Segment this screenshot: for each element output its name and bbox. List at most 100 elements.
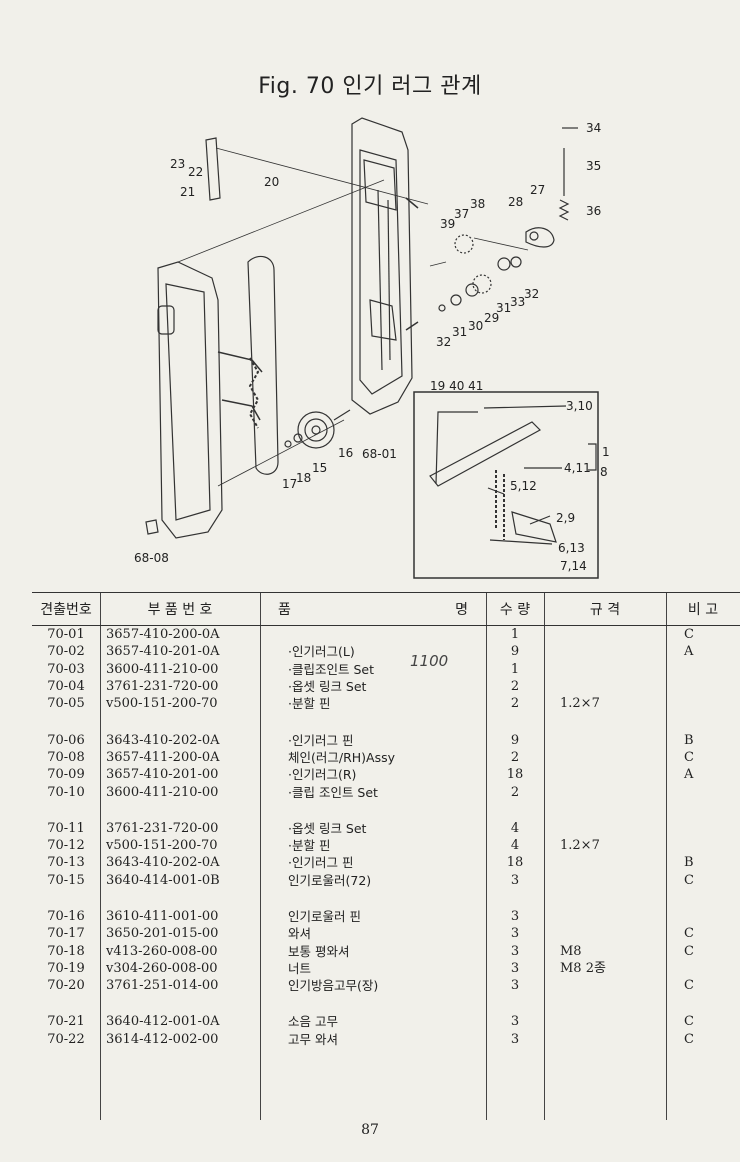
cell-name: 인기방음고무(장) — [288, 978, 379, 994]
cell-spec — [544, 749, 666, 766]
roller-wheel — [297, 411, 335, 449]
cell-part-no: 3761-231-720-00 — [106, 820, 219, 836]
cell-no: 70-09 — [47, 767, 85, 783]
cell-name: ·인기러그 핀 — [288, 732, 354, 748]
cell-no: 70-15 — [47, 872, 85, 888]
table-spacer-row — [32, 801, 740, 820]
cell-part-no: v500-151-200-70 — [106, 838, 218, 854]
cell-note — [666, 783, 740, 800]
cell-qty: 3 — [510, 872, 520, 888]
rubber-strip — [247, 255, 279, 475]
cell-no: 70-17 — [47, 926, 85, 942]
cell-note: B — [684, 855, 694, 871]
callout-32b: 32 — [436, 335, 451, 349]
spacer-cell — [32, 712, 740, 731]
cell-note: B — [684, 732, 694, 748]
cell-qty: 3 — [510, 1031, 520, 1047]
cell-qty: 2 — [510, 749, 520, 765]
cell-no: 70-12 — [47, 838, 85, 854]
callout-31b: 31 — [452, 325, 467, 339]
callout-34: 34 — [586, 121, 601, 135]
cell-spec — [544, 661, 666, 678]
cell-name: 체인(러그/RH)Assy — [288, 749, 396, 765]
left-guide-case — [157, 261, 223, 539]
callout-15: 15 — [312, 461, 327, 475]
cell-note — [666, 678, 740, 695]
cell-no: 70-20 — [47, 978, 85, 994]
sprocket-38 — [454, 234, 474, 254]
cell-spec — [544, 908, 666, 925]
cell-part-no: 3657-410-201-0A — [106, 644, 220, 660]
cell-name: ·분할 핀 — [288, 696, 331, 712]
cell-qty: 9 — [510, 732, 520, 748]
cell-qty: 1 — [510, 627, 520, 643]
callout-33: 33 — [510, 295, 525, 309]
cell-no: 70-11 — [47, 820, 85, 836]
callout-20: 20 — [264, 175, 279, 189]
callout-4-11: 4,11 — [564, 461, 591, 475]
cell-spec — [544, 678, 666, 695]
callout-19-40-41: 19 40 41 — [430, 379, 483, 393]
rocker-arm — [525, 227, 555, 248]
cell-no: 70-08 — [47, 749, 85, 765]
cell-spec — [544, 925, 666, 942]
cell-qty: 2 — [510, 696, 520, 712]
table-spacer-row — [32, 712, 740, 731]
cell-note — [666, 908, 740, 925]
callout-31a: 31 — [496, 301, 511, 315]
cell-note: A — [684, 767, 694, 783]
cell-qty: 4 — [510, 820, 520, 836]
cell-name: 와셔 — [288, 926, 312, 942]
callout-29: 29 — [484, 311, 499, 325]
cell-part-no: 3610-411-001-00 — [106, 909, 219, 924]
callout-18: 18 — [296, 471, 311, 485]
spacer-cell — [32, 889, 740, 908]
cell-part-no: 3657-410-200-0A — [106, 627, 220, 643]
cell-spec — [544, 854, 666, 871]
cell-qty: 3 — [510, 926, 520, 942]
cell-note: C — [684, 749, 694, 765]
cell-part-no: 3640-412-001-0A — [106, 1014, 220, 1030]
cell-part-no: 3650-201-015-00 — [106, 926, 219, 942]
cell-note: C — [684, 872, 694, 888]
cell-spec — [544, 872, 666, 889]
callout-37: 37 — [454, 207, 469, 221]
cell-part-no: v304-260-008-00 — [106, 960, 218, 976]
callout-2-9: 2,9 — [556, 511, 575, 525]
cell-note — [666, 837, 740, 854]
cell-part-no: 3643-410-202-0A — [106, 855, 220, 871]
table-spacer-row — [32, 889, 740, 908]
callout-35: 35 — [586, 159, 601, 173]
cell-name: ·인기러그 핀 — [288, 855, 354, 871]
header-note: 비 고 — [666, 592, 740, 626]
callout-39: 39 — [440, 217, 455, 231]
spacer-cell — [32, 994, 740, 1013]
cell-no: 70-18 — [47, 943, 85, 959]
callout-23: 23 — [170, 157, 185, 171]
cell-name: ·인기러그(R) — [288, 767, 357, 783]
cell-spec — [544, 731, 666, 748]
cell-no: 70-01 — [47, 627, 85, 643]
cell-no: 70-03 — [47, 661, 85, 677]
callout-36: 36 — [586, 204, 601, 218]
callout-27: 27 — [530, 183, 545, 197]
cell-no: 70-16 — [47, 909, 85, 924]
cell-note: C — [684, 1031, 694, 1047]
callout-21: 21 — [180, 185, 195, 199]
cell-part-no: 3614-412-002-00 — [106, 1031, 219, 1047]
cell-no: 70-05 — [47, 696, 85, 712]
cell-spec: 1.2×7 — [560, 838, 600, 854]
cell-note — [666, 695, 740, 712]
cell-qty: 3 — [510, 909, 520, 924]
